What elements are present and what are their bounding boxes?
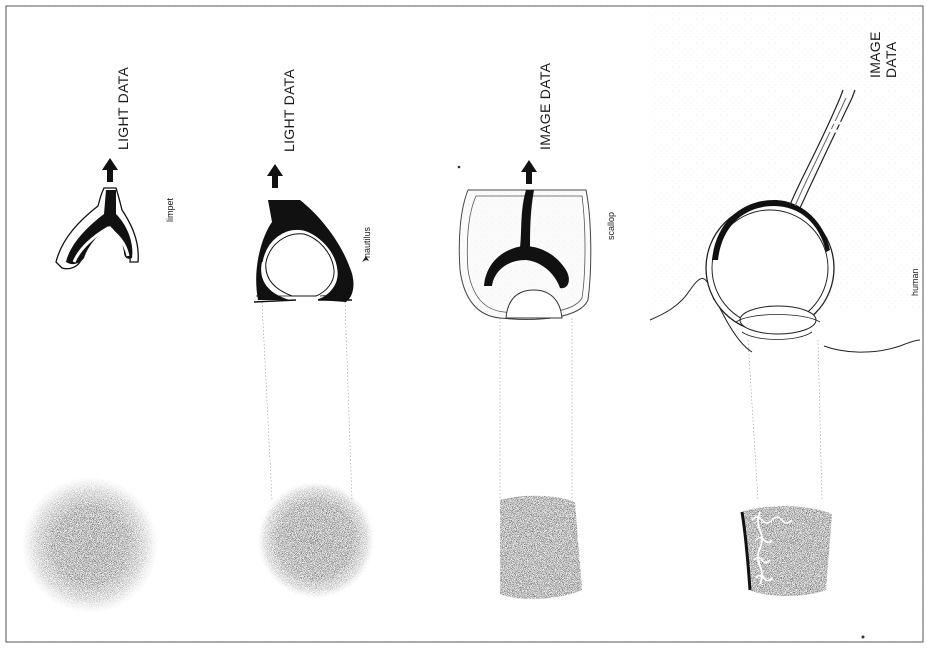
scallop-image-blob	[500, 496, 582, 599]
human-output-label-line1: IMAGE	[867, 31, 883, 78]
scallop-eye	[459, 190, 591, 319]
human-name-label: human	[910, 268, 920, 296]
limpet-image-blob	[22, 477, 158, 613]
nautilus-image-blob	[258, 482, 374, 598]
nautilus-name-label: nautilus	[362, 226, 372, 258]
limpet-output-label: LIGHT DATA	[115, 67, 131, 150]
limpet-name-label: limpet	[165, 197, 175, 222]
nautilus-output-label: LIGHT DATA	[281, 69, 297, 152]
scallop-name-label: scallop	[606, 212, 616, 240]
human-output-label-line2: DATA	[883, 41, 899, 78]
human-image-object	[742, 506, 832, 596]
scallop-output-label: IMAGE DATA	[537, 62, 553, 150]
